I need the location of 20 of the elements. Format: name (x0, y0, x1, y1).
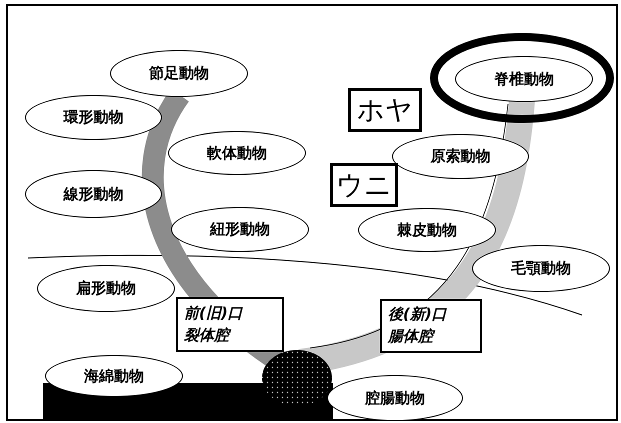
type-label: 腸体腔 (388, 326, 433, 348)
label-box: ウニ (330, 163, 398, 207)
label-box (380, 299, 482, 353)
ellipse-node: 紐形動物 (171, 207, 309, 252)
ellipse-node: 節足動物 (110, 50, 248, 97)
type-label: 前(旧)口 (184, 302, 243, 324)
type-label: 裂体腔 (184, 324, 229, 346)
ellipse-node: 環形動物 (25, 95, 162, 140)
ellipse-node: 腔腸動物 (327, 375, 463, 421)
label-box (176, 297, 284, 352)
ellipse-node: 線形動物 (25, 170, 162, 218)
ellipse-node: 軟体動物 (168, 131, 306, 175)
ellipse-node: 原索動物 (392, 134, 529, 179)
label-box: ホヤ (348, 88, 422, 132)
ellipse-node: 扁形動物 (37, 265, 175, 312)
ellipse-node: 棘皮動物 (358, 208, 496, 252)
type-label: 後(新)口 (388, 304, 447, 326)
ellipse-node: 毛顎動物 (472, 245, 610, 292)
ellipse-node: 海綿動物 (45, 355, 183, 397)
ellipse-node: 脊椎動物 (455, 56, 593, 102)
